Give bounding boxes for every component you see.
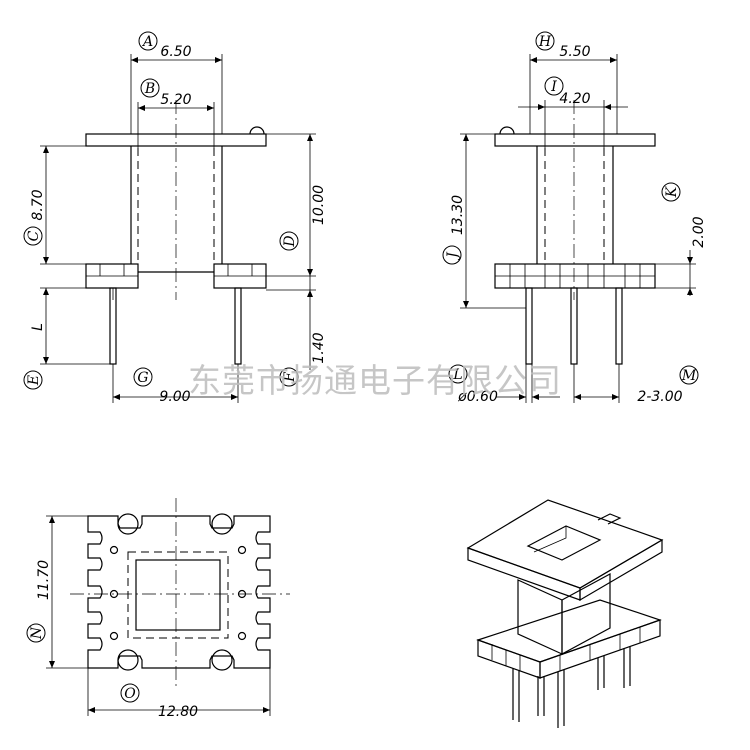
- label-I: I: [550, 79, 557, 95]
- dim-G-value: 9.00: [159, 389, 190, 405]
- dim-I-value: 4.20: [559, 91, 590, 107]
- watermark-text: 东莞市扬通电子有限公司: [188, 361, 562, 400]
- corner-pin-tl: [117, 513, 139, 535]
- dim-K-value: 2.00: [691, 216, 707, 247]
- label-N: N: [29, 626, 45, 640]
- dim-D-value: 10.00: [311, 185, 327, 225]
- label-F: F: [282, 371, 298, 383]
- dim-C-value: 8.70: [30, 189, 46, 220]
- label-D: D: [282, 235, 298, 247]
- front-pin-right: [234, 287, 242, 365]
- label-B: B: [144, 81, 155, 97]
- corner-pin-bl: [117, 649, 139, 671]
- label-M: M: [681, 368, 697, 384]
- front-view: 6.50 A 5.20 B 8.70 C 10.00 D: [23, 31, 327, 405]
- isometric-view: [466, 499, 664, 728]
- dim-O-value: 12.80: [158, 704, 198, 720]
- dim-B-value: 5.20: [160, 92, 191, 108]
- label-A: A: [141, 34, 153, 50]
- bottom-view: 11.70 N 12.80 O: [26, 498, 290, 720]
- dim-H-value: 5.50: [559, 44, 590, 60]
- dim-J-value: 13.30: [450, 195, 466, 235]
- label-E: E: [26, 375, 42, 386]
- side-top-flange: [494, 133, 656, 147]
- dim-E-value: L: [30, 323, 46, 331]
- label-O: O: [124, 686, 136, 702]
- dim-A-value: 6.50: [160, 44, 191, 60]
- dim-L-value: ø0.60: [457, 389, 498, 405]
- label-H: H: [538, 34, 552, 50]
- dim-N-value: 11.70: [36, 560, 52, 600]
- label-L: L: [452, 367, 462, 383]
- dim-M-value: 2-3.00: [637, 389, 682, 405]
- label-K: K: [664, 185, 680, 198]
- side-pin-1: [525, 287, 533, 365]
- side-pin-3: [615, 287, 623, 365]
- label-C: C: [26, 230, 42, 241]
- corner-pin-tr: [211, 513, 233, 535]
- corner-pin-br: [211, 649, 233, 671]
- label-G: G: [137, 370, 148, 386]
- side-view: 5.50 H 4.20 I 13.30 J 2.00 K: [442, 31, 707, 405]
- bottom-window: [135, 559, 221, 631]
- dim-F-value: 1.40: [311, 332, 327, 363]
- label-J: J: [445, 251, 461, 261]
